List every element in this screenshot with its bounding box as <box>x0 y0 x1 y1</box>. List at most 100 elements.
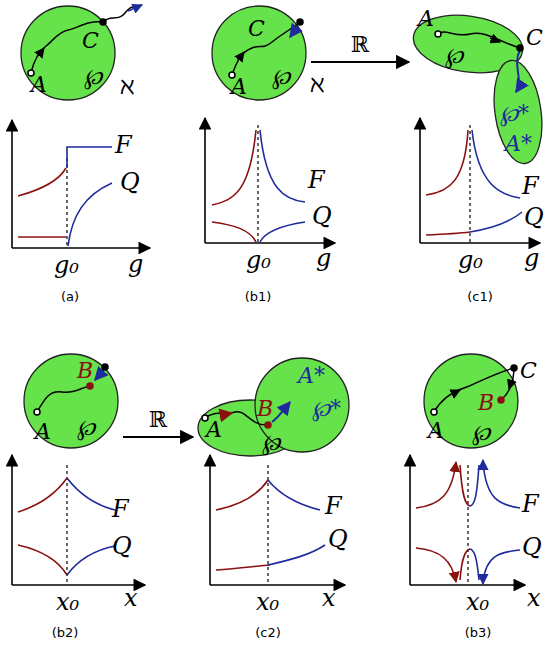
panel-caption: (c1) <box>467 290 493 303</box>
region-shape <box>488 57 546 166</box>
drawing-stroke <box>434 368 514 412</box>
point-label: B <box>257 398 273 420</box>
region-shape <box>198 358 349 456</box>
drawing-stroke <box>257 125 258 243</box>
axis-label: g₀ <box>458 248 483 272</box>
region-shape <box>424 354 518 448</box>
drawing-stroke <box>66 158 67 248</box>
drawing-stroke <box>205 242 335 244</box>
drawing-stroke <box>290 26 298 37</box>
panel-caption: (b3) <box>465 626 492 639</box>
drawing-stroke <box>232 22 300 75</box>
region-shape <box>212 6 306 100</box>
drawing-stroke <box>31 22 103 73</box>
drawing-stroke <box>438 32 520 48</box>
point-label: A <box>35 421 51 443</box>
drawing-stroke <box>260 130 305 202</box>
region-shape <box>424 354 518 448</box>
region-shape <box>21 6 115 100</box>
point-label: ℘* <box>500 103 529 125</box>
green-region: AC℘ <box>210 4 308 102</box>
drawing-stroke <box>100 19 106 25</box>
drawing-stroke <box>272 402 290 422</box>
point-label: A <box>231 76 247 98</box>
drawing-stroke <box>297 19 303 25</box>
drawing-stroke <box>416 548 456 582</box>
point-label: C <box>526 27 543 49</box>
point-label: ℘ <box>262 432 280 454</box>
drawing-stroke <box>502 370 514 399</box>
axis-label: Q <box>524 205 544 229</box>
drawing-stroke <box>431 409 437 415</box>
drawing-stroke <box>268 545 325 565</box>
drawing-stroke <box>483 462 520 508</box>
point-label: C <box>248 18 265 40</box>
panel-caption: (c2) <box>255 626 281 639</box>
axis-label: g₀ <box>54 253 79 277</box>
drawing-stroke <box>28 5 523 428</box>
drawing-stroke <box>67 546 115 575</box>
drawing-stroke <box>511 365 517 371</box>
drawing-stroke <box>68 183 112 246</box>
drawing-stroke <box>435 31 441 37</box>
arrow-label: ℝ <box>147 409 169 431</box>
axis-label: F <box>522 174 539 198</box>
drawing-stroke <box>267 465 268 585</box>
drawing-stroke <box>34 409 40 415</box>
drawing-stroke <box>460 465 470 506</box>
point-label: ℘ <box>77 417 95 439</box>
drawing-stroke <box>469 125 470 243</box>
drawing-stroke <box>205 412 266 425</box>
axis-label: F <box>115 133 132 157</box>
transform-arrow <box>123 436 193 438</box>
drawing-stroke <box>222 413 232 415</box>
drawing-stroke <box>66 465 67 585</box>
drawing-stroke <box>103 5 142 22</box>
point-label: A <box>206 419 222 441</box>
region-shape <box>212 6 306 100</box>
axis-label: F <box>308 168 325 192</box>
drawing-stroke <box>11 455 13 585</box>
axis-label: F <box>522 492 539 516</box>
axis-label: F <box>325 494 342 518</box>
region-shape <box>21 6 115 100</box>
drawing-stroke <box>452 390 460 394</box>
drawing-stroke <box>410 584 525 586</box>
point-label: A* <box>505 133 532 155</box>
point-label: C <box>82 30 99 52</box>
drawing-stroke <box>216 565 270 570</box>
drawing-stroke <box>409 455 411 585</box>
drawing-stroke <box>204 118 206 243</box>
drawing-stroke <box>128 5 142 11</box>
axis-label: x <box>124 586 138 610</box>
region-shape <box>410 9 546 167</box>
drawing-stroke <box>11 120 13 248</box>
drawing-stroke <box>483 550 520 582</box>
drawing-stroke <box>102 364 108 370</box>
drawing-stroke <box>426 232 470 235</box>
drawing-stroke <box>467 465 468 585</box>
green-region: CBA℘ <box>422 352 538 450</box>
drawing-stroke <box>482 574 484 584</box>
axis-label: Q <box>522 535 542 559</box>
axis-label: x₀ <box>56 590 79 614</box>
axis-label: Q <box>112 534 132 558</box>
axis-label: Q <box>120 170 140 194</box>
drawing-stroke <box>37 386 90 412</box>
drawing-stroke <box>470 212 522 232</box>
drawing-stroke <box>490 38 500 42</box>
axis-label: g <box>128 252 143 276</box>
drawing-stroke <box>482 460 484 470</box>
arrow-label: ℝ <box>349 34 371 56</box>
drawing-stroke <box>216 480 268 510</box>
drawing-stroke <box>67 478 115 510</box>
drawing-stroke <box>238 52 244 60</box>
drawing-stroke <box>265 422 271 428</box>
drawing-stroke <box>419 118 421 243</box>
panel-caption: (b1) <box>245 290 272 303</box>
panel-caption: (b2) <box>52 626 79 639</box>
drawing-stroke <box>416 462 456 508</box>
drawing-stroke <box>426 130 468 195</box>
point-label: B <box>77 360 93 382</box>
point-label: ℘* <box>312 398 341 420</box>
